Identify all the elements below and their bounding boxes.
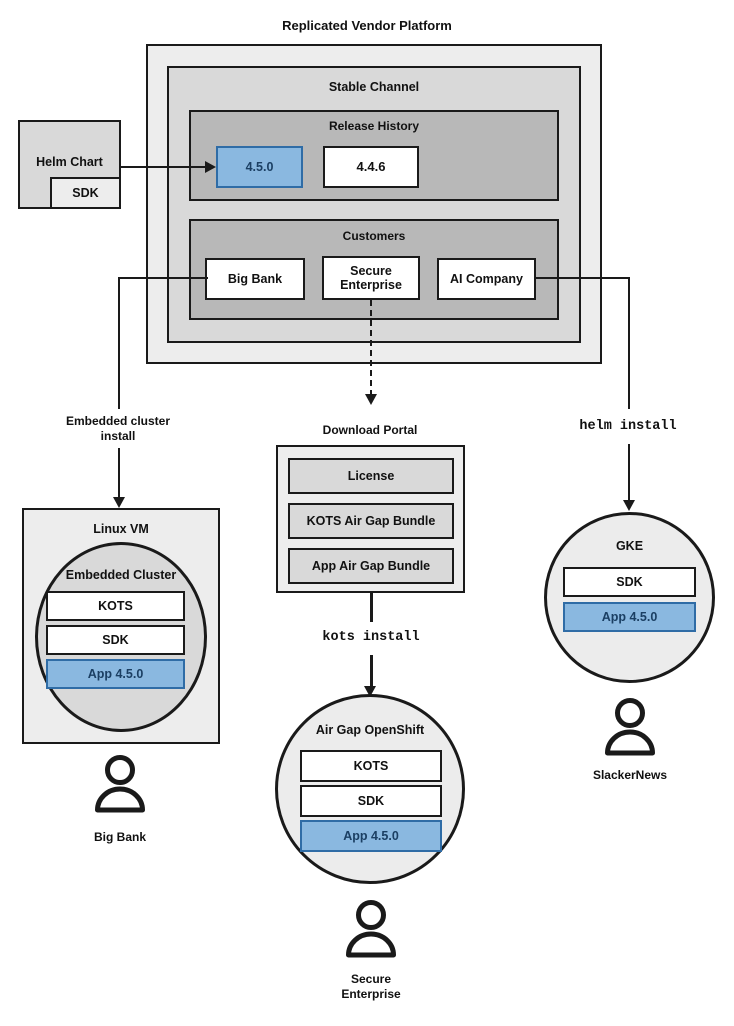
label-customer-secure-enterprise-line1: Secure [350, 972, 392, 986]
customer-chip-ai-company[interactable]: AI Company [437, 258, 536, 300]
release-history-label: Release History [328, 119, 420, 133]
helm-chart-sdk-box[interactable]: SDK [50, 177, 121, 209]
connector-portal-to-kots-install [370, 593, 373, 622]
gke-component-app[interactable]: App 4.5.0 [563, 602, 696, 632]
connector-helmchart-to-release [121, 166, 211, 168]
connector-kots-install-down [370, 655, 373, 690]
page-title: Replicated Vendor Platform [282, 18, 452, 33]
label-embedded-cluster-install: Embedded cluster install [33, 414, 203, 444]
connector-helm-install-down [628, 444, 630, 502]
label-customer-big-bank: Big Bank [93, 830, 146, 844]
release-chip-4-4-6[interactable]: 4.4.6 [323, 146, 419, 188]
label-embedded-cluster-install-line1: Embedded cluster [65, 414, 171, 428]
customers-label: Customers [342, 229, 406, 243]
connector-secure-enterprise-dashed [370, 300, 372, 396]
arrow-to-gke [623, 500, 635, 511]
label-customer-slackernews: SlackerNews [592, 768, 668, 782]
arrow-to-linux-vm [113, 497, 125, 508]
label-embedded-cluster-install-line2: install [100, 429, 136, 443]
arrow-to-download-portal [365, 394, 377, 405]
arrow-to-airgap-openshift [364, 686, 376, 697]
connector-aicompany-horizontal [536, 277, 630, 279]
connector-aicompany-vertical [628, 277, 630, 409]
gke-component-sdk[interactable]: SDK [563, 567, 696, 597]
customer-chip-big-bank[interactable]: Big Bank [205, 258, 305, 300]
embedded-cluster-label: Embedded Cluster [65, 568, 177, 582]
download-portal-artifact-app-airgap[interactable]: App Air Gap Bundle [288, 548, 454, 584]
airgap-openshift-label: Air Gap OpenShift [315, 723, 425, 737]
release-chip-4-5-0[interactable]: 4.5.0 [216, 146, 303, 188]
label-customer-secure-enterprise: Secure Enterprise [291, 972, 451, 1002]
label-download-portal: Download Portal [322, 423, 418, 437]
gke-circle [544, 512, 715, 683]
arrow-helmchart-to-release [205, 161, 216, 173]
linux-vm-component-app[interactable]: App 4.5.0 [46, 659, 185, 689]
gke-label: GKE [615, 539, 644, 553]
person-icon-big-bank [95, 755, 145, 813]
openshift-component-app[interactable]: App 4.5.0 [300, 820, 442, 852]
label-kots-install: kots install [322, 630, 420, 645]
label-customer-secure-enterprise-line2: Enterprise [341, 987, 401, 1001]
helm-chart-label: Helm Chart [36, 155, 103, 169]
download-portal-artifact-license[interactable]: License [288, 458, 454, 494]
linux-vm-component-sdk[interactable]: SDK [46, 625, 185, 655]
connector-bigbank-vertical [118, 277, 120, 409]
connector-embedded-install-down [118, 448, 120, 500]
openshift-component-sdk[interactable]: SDK [300, 785, 442, 817]
openshift-component-kots[interactable]: KOTS [300, 750, 442, 782]
download-portal-artifact-kots-airgap[interactable]: KOTS Air Gap Bundle [288, 503, 454, 539]
person-icon-slackernews [605, 698, 655, 756]
person-icon-secure-enterprise [346, 900, 396, 958]
customer-chip-secure-enterprise[interactable]: Secure Enterprise [322, 256, 420, 300]
connector-bigbank-horizontal [118, 277, 208, 279]
stable-channel-label: Stable Channel [328, 80, 420, 94]
linux-vm-component-kots[interactable]: KOTS [46, 591, 185, 621]
linux-vm-label: Linux VM [93, 522, 149, 536]
label-helm-install: helm install [579, 419, 677, 434]
